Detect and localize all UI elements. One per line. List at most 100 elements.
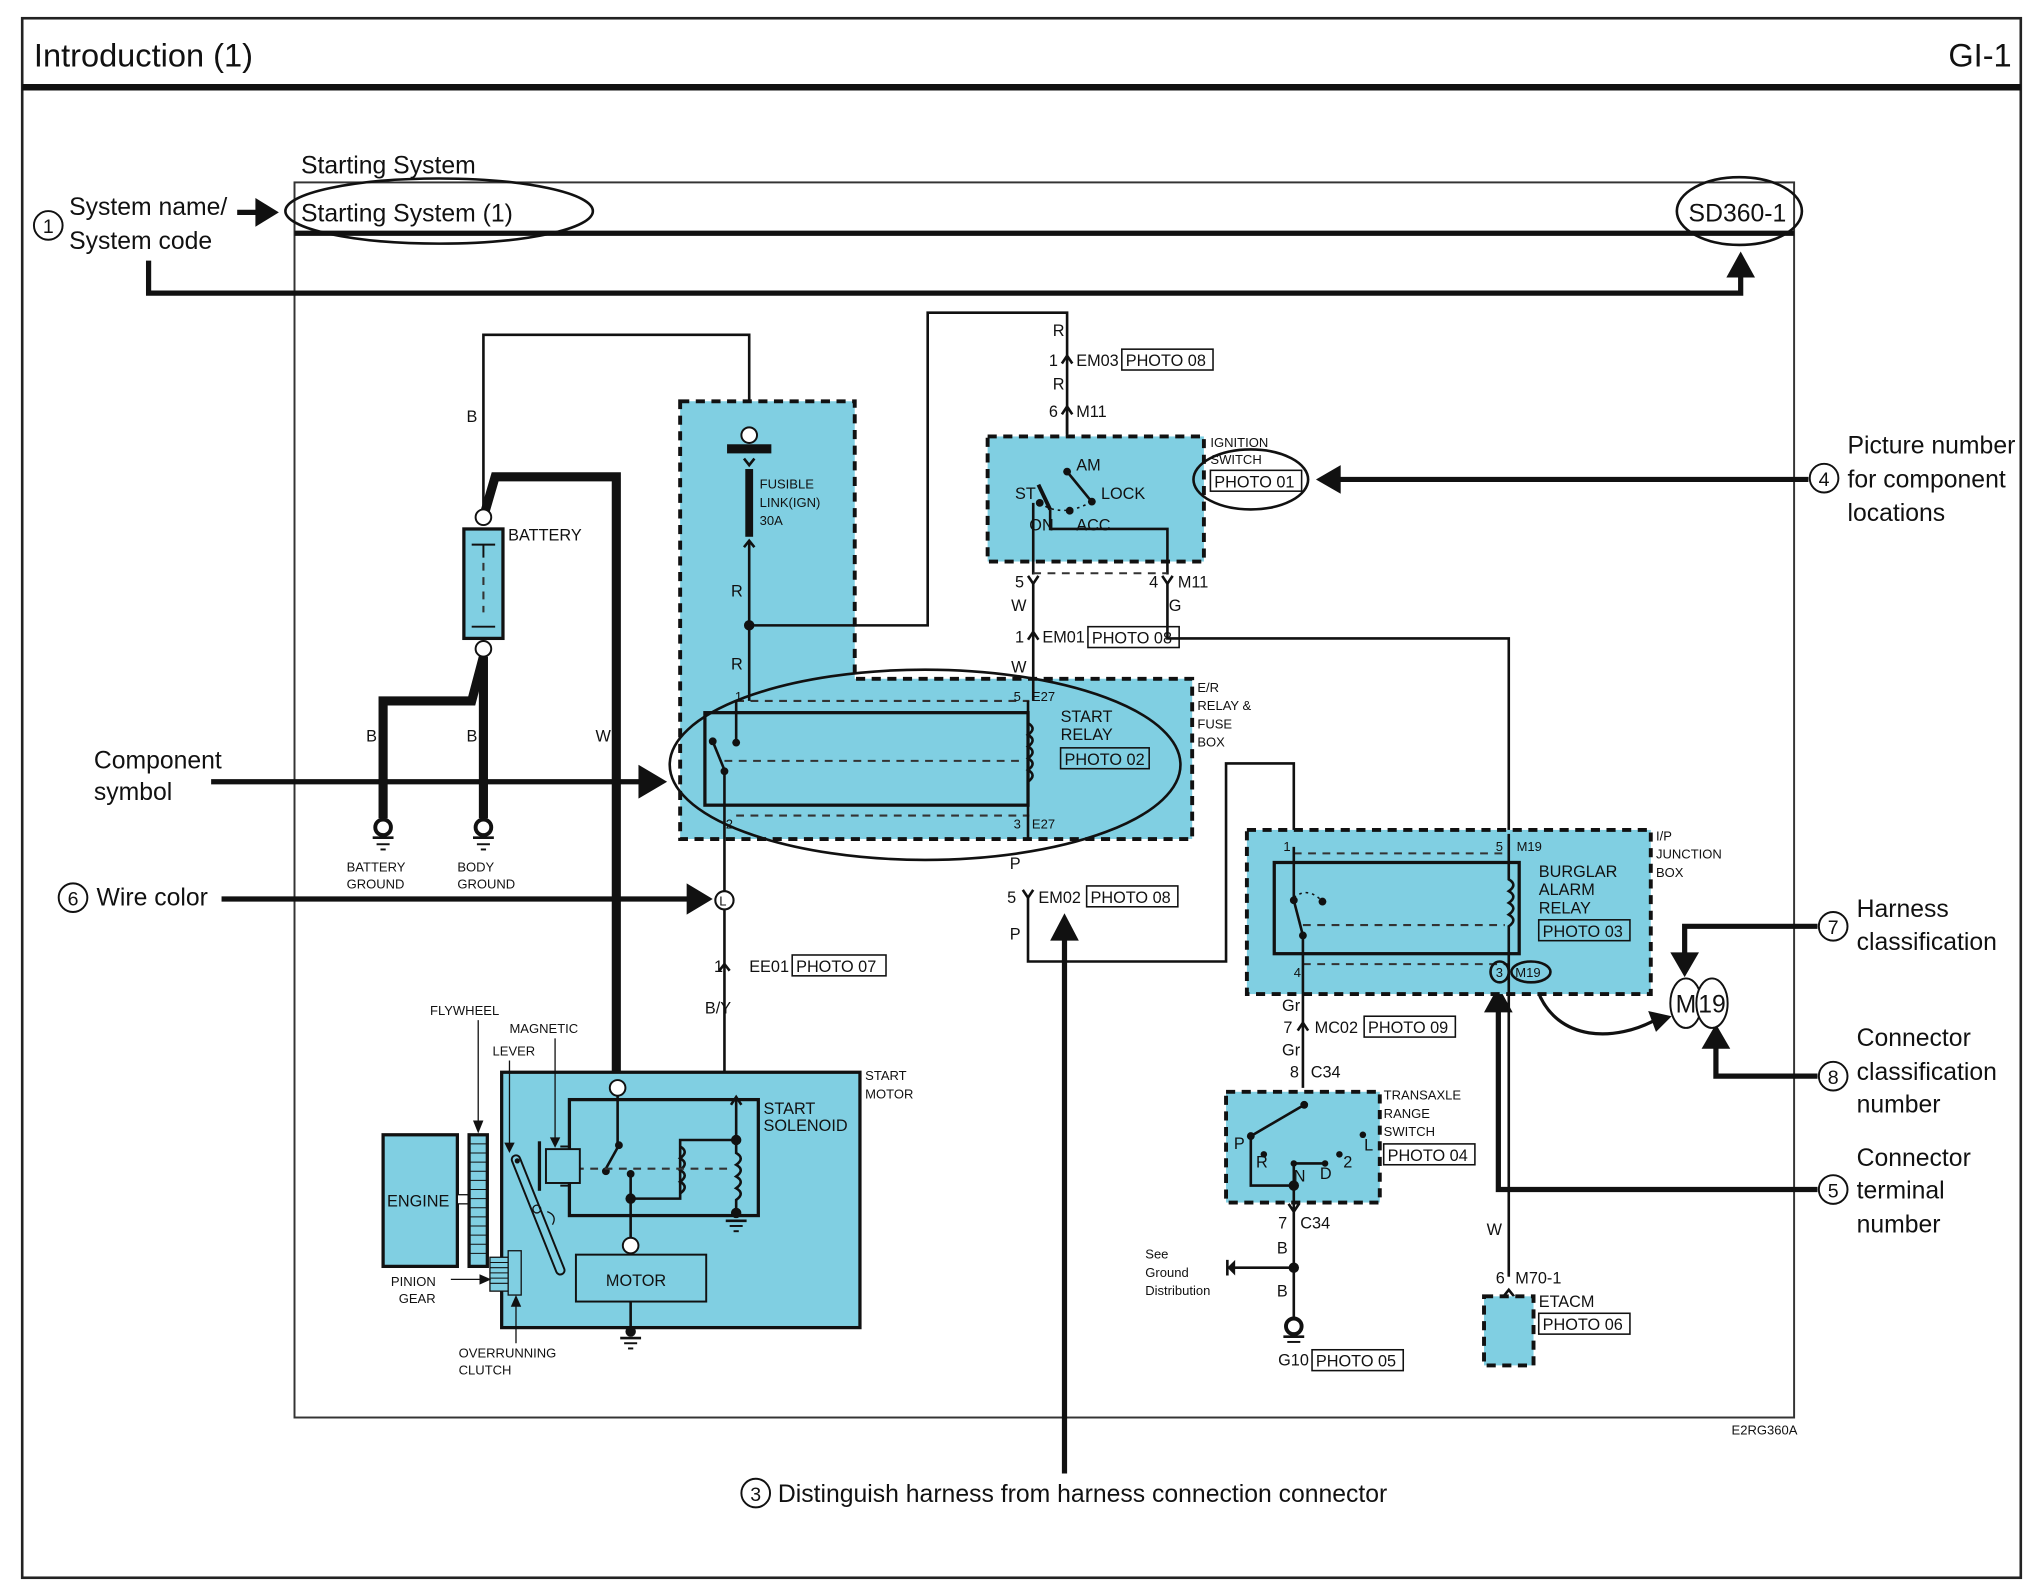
figure-code: E2RG360A bbox=[1732, 1422, 1798, 1437]
magnetic-plunger bbox=[537, 1141, 581, 1191]
svg-text:ACC: ACC bbox=[1076, 516, 1111, 534]
svg-text:RELAY &: RELAY & bbox=[1197, 698, 1251, 713]
svg-text:7: 7 bbox=[1278, 1215, 1287, 1233]
etacm-wiring: W 6 M70-1 bbox=[1487, 1221, 1561, 1298]
svg-text:SWITCH: SWITCH bbox=[1384, 1124, 1435, 1139]
start-solenoid: START SOLENOID bbox=[547, 1079, 848, 1255]
svg-text:classification: classification bbox=[1857, 929, 1997, 956]
svg-text:OVERRUNNING: OVERRUNNING bbox=[459, 1346, 557, 1361]
svg-text:IGNITION: IGNITION bbox=[1210, 435, 1268, 450]
svg-text:MAGNETIC: MAGNETIC bbox=[509, 1021, 578, 1036]
callout-8-connector-class: 8 Connector classification number bbox=[1701, 1024, 1997, 1119]
svg-text:R: R bbox=[1053, 322, 1065, 340]
svg-text:RELAY: RELAY bbox=[1539, 899, 1591, 917]
svg-text:Distinguish harness from harne: Distinguish harness from harness connect… bbox=[778, 1481, 1387, 1508]
svg-text:P: P bbox=[1010, 855, 1021, 873]
component-symbol-oval bbox=[668, 668, 1182, 862]
svg-text:PHOTO 03: PHOTO 03 bbox=[1543, 923, 1623, 941]
callout-3-harness: 3 Distinguish harness from harness conne… bbox=[740, 913, 1387, 1509]
svg-text:PINION: PINION bbox=[391, 1274, 436, 1289]
svg-text:1: 1 bbox=[1049, 352, 1058, 370]
svg-text:LINK(IGN): LINK(IGN) bbox=[760, 495, 821, 510]
svg-text:PHOTO 06: PHOTO 06 bbox=[1543, 1316, 1623, 1334]
svg-text:PHOTO 08: PHOTO 08 bbox=[1126, 352, 1206, 370]
svg-text:5: 5 bbox=[1007, 889, 1016, 907]
svg-text:SOLENOID: SOLENOID bbox=[764, 1117, 848, 1135]
svg-text:GEAR: GEAR bbox=[399, 1291, 436, 1306]
svg-text:D: D bbox=[1320, 1165, 1332, 1183]
svg-text:symbol: symbol bbox=[94, 779, 172, 806]
svg-text:R: R bbox=[1256, 1153, 1268, 1171]
svg-text:BATTERY: BATTERY bbox=[508, 527, 582, 545]
burglar-alarm-relay: 1 5 M19 4 BURGLAR ALARM RELAY PHOTO 03 3… bbox=[1272, 833, 1631, 1277]
svg-text:B: B bbox=[366, 727, 377, 745]
svg-text:1: 1 bbox=[43, 216, 54, 238]
svg-text:W: W bbox=[595, 727, 611, 745]
flywheel: FLYWHEEL bbox=[430, 1003, 499, 1269]
svg-text:number: number bbox=[1857, 1212, 1941, 1239]
svg-text:FUSE: FUSE bbox=[1197, 716, 1232, 731]
svg-text:Component: Component bbox=[94, 748, 222, 775]
svg-text:FLYWHEEL: FLYWHEEL bbox=[430, 1003, 499, 1018]
svg-text:Connector: Connector bbox=[1857, 1145, 1971, 1172]
svg-text:7: 7 bbox=[1283, 1019, 1292, 1037]
svg-text:R: R bbox=[1053, 376, 1065, 394]
svg-text:3: 3 bbox=[750, 1484, 761, 1506]
svg-text:E27: E27 bbox=[1032, 817, 1055, 832]
battery: B BATTERY bbox=[462, 333, 751, 1140]
ignition-wiring-top: R 1 EM03 PHOTO 08 R 6 M11 bbox=[1049, 322, 1214, 472]
svg-text:M11: M11 bbox=[1178, 574, 1208, 592]
svg-text:LEVER: LEVER bbox=[493, 1043, 536, 1058]
svg-text:E/R: E/R bbox=[1197, 680, 1219, 695]
connector-legend-m19: M 19 bbox=[1535, 977, 1729, 1036]
system-code-oval bbox=[1675, 175, 1804, 247]
svg-text:for component: for component bbox=[1848, 466, 2006, 493]
svg-text:EE01: EE01 bbox=[749, 958, 789, 976]
engine: ENGINE bbox=[381, 1133, 472, 1269]
system-label: Starting System bbox=[301, 152, 476, 179]
svg-text:6: 6 bbox=[1496, 1269, 1505, 1287]
svg-text:Wire color: Wire color bbox=[96, 884, 207, 911]
callout-6-wire-color: 6 Wire color bbox=[57, 882, 713, 915]
svg-text:C34: C34 bbox=[1311, 1063, 1341, 1081]
svg-text:B/Y: B/Y bbox=[705, 1000, 731, 1018]
svg-text:M19: M19 bbox=[1517, 839, 1542, 854]
ip-junction-box bbox=[1244, 827, 1653, 997]
svg-text:terminal: terminal bbox=[1857, 1178, 1945, 1205]
svg-text:C34: C34 bbox=[1300, 1215, 1330, 1233]
solenoid-feed-wire: L 1 EE01 PHOTO 07 B/Y bbox=[705, 839, 887, 1098]
body-ground: BODY GROUND bbox=[457, 817, 515, 892]
svg-text:P: P bbox=[1234, 1135, 1245, 1153]
svg-text:SWITCH: SWITCH bbox=[1210, 452, 1261, 467]
page-code: GI-1 bbox=[1948, 37, 2011, 73]
svg-text:LOCK: LOCK bbox=[1101, 485, 1145, 503]
svg-text:G: G bbox=[1169, 597, 1182, 615]
svg-text:Harness: Harness bbox=[1857, 896, 1949, 923]
overrunning-clutch-label: OVERRUNNING CLUTCH bbox=[459, 1295, 557, 1378]
battery-ground-wires: B B W bbox=[366, 655, 611, 819]
svg-text:B: B bbox=[1277, 1239, 1288, 1257]
svg-text:GROUND: GROUND bbox=[457, 877, 515, 892]
svg-text:Distribution: Distribution bbox=[1145, 1283, 1210, 1298]
svg-text:W: W bbox=[1487, 1221, 1503, 1239]
callout-component-symbol: Component symbol bbox=[94, 748, 668, 806]
svg-text:AM: AM bbox=[1076, 456, 1100, 474]
callout-4-photo: 4 Picture number for component locations bbox=[1315, 432, 2015, 527]
svg-text:4: 4 bbox=[1819, 469, 1830, 491]
page-border bbox=[20, 16, 2023, 1580]
svg-text:MC02: MC02 bbox=[1315, 1019, 1358, 1037]
svg-text:CLUTCH: CLUTCH bbox=[459, 1363, 512, 1378]
svg-text:3: 3 bbox=[1496, 965, 1503, 980]
svg-text:B: B bbox=[466, 408, 477, 426]
ignition-switch-contacts: AM LOCK ST ON ACC IGNITION SWITCH PHOTO … bbox=[1015, 435, 1303, 575]
svg-text:P: P bbox=[1010, 925, 1021, 943]
svg-text:BOX: BOX bbox=[1197, 735, 1225, 750]
fusible-link: FUSIBLE LINK(IGN) 30A R R bbox=[727, 311, 1069, 701]
svg-text:1: 1 bbox=[714, 958, 723, 976]
svg-text:1: 1 bbox=[1015, 628, 1024, 646]
svg-text:BOX: BOX bbox=[1656, 865, 1684, 880]
svg-text:W: W bbox=[1011, 597, 1027, 615]
callout-5-terminal: 5 Connector terminal number bbox=[1484, 986, 1971, 1239]
svg-text:5: 5 bbox=[1828, 1180, 1839, 1202]
svg-text:6: 6 bbox=[68, 888, 79, 910]
